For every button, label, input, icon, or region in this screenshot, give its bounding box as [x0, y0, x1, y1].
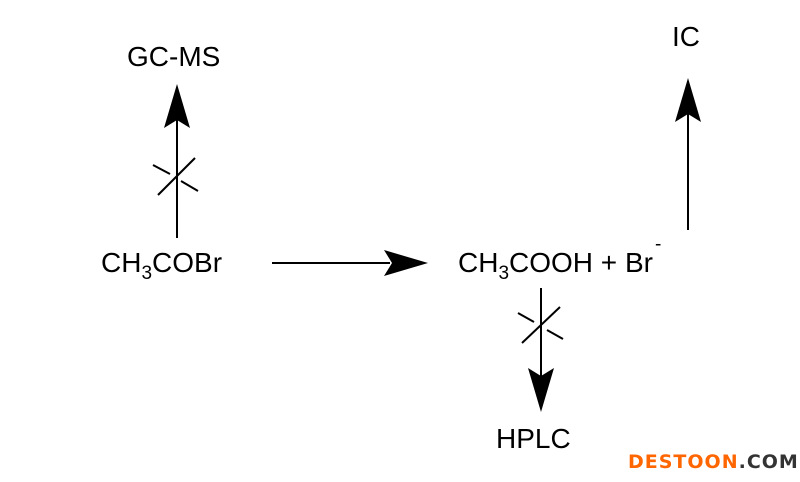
- watermark-logo: DESTOON.COM: [628, 451, 799, 473]
- reactant-formula: CH3COBr: [101, 247, 222, 284]
- gcms-label: GC-MS: [127, 41, 220, 72]
- reaction-arrow: [272, 250, 428, 276]
- hplc-blocked-arrow: [517, 288, 564, 412]
- ic-arrow: [675, 78, 701, 230]
- product-formula: CH3COOH + Br-: [458, 234, 661, 284]
- hplc-label: HPLC: [496, 423, 571, 454]
- gcms-blocked-arrow: [152, 84, 199, 238]
- ic-label: IC: [672, 21, 700, 52]
